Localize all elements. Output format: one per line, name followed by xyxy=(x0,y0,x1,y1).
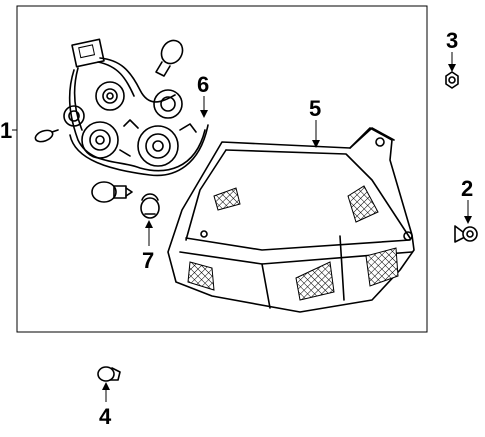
callout-5: 5 xyxy=(309,96,321,121)
nut-3 xyxy=(445,71,459,89)
assembly-frame xyxy=(16,5,428,333)
callout-1: 1 xyxy=(0,118,12,143)
socket-and-wire-harness xyxy=(63,38,209,177)
bulb-7 xyxy=(140,193,160,219)
callout-4: 4 xyxy=(99,404,112,429)
screw-2 xyxy=(454,225,478,243)
leader-lines xyxy=(12,52,472,402)
wedge-bulb-upper xyxy=(155,39,184,77)
callout-6: 6 xyxy=(197,72,209,97)
tail-lamp-lens-assembly xyxy=(167,127,415,313)
callout-2: 2 xyxy=(461,176,473,201)
small-bulb-left xyxy=(34,129,59,143)
fastener-4 xyxy=(97,366,121,382)
bulb-lower-left xyxy=(91,181,133,203)
callout-3: 3 xyxy=(446,28,458,53)
callout-7: 7 xyxy=(142,248,154,273)
